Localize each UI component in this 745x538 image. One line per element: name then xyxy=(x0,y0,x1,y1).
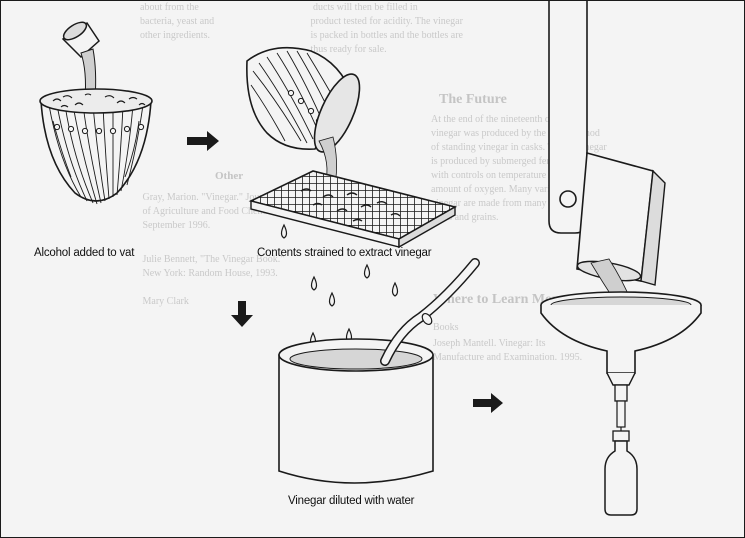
caption-vinegar-diluted: Vinegar diluted with water xyxy=(288,495,415,507)
pouring-pipe xyxy=(61,21,100,59)
vinegar-drops xyxy=(280,223,399,357)
caption-contents-strained: Contents strained to extract vinegar xyxy=(257,247,432,259)
bleed-heading-1: The Future xyxy=(439,92,507,107)
bleed-text-block-6: Julie Bennett, "The Vinegar Book." New Y… xyxy=(142,254,285,307)
strainer xyxy=(248,170,458,249)
bleed-text-block-3: Joseph Mantell. Vinegar: Its Manufacture… xyxy=(433,338,583,363)
bleed-subheading-1: Books xyxy=(433,322,459,333)
arrow-right-icon xyxy=(187,131,219,151)
bottle xyxy=(604,430,638,516)
arrow-down-icon xyxy=(231,301,253,327)
bleed-text-block-1: ducts will then be filled in product tes… xyxy=(310,2,463,55)
arrow-right-icon xyxy=(473,393,503,413)
tipped-vat xyxy=(246,46,361,186)
bleed-heading-3: Other xyxy=(215,170,244,182)
dilution-tank xyxy=(278,258,480,484)
bleed-text-block-4: about from the bacteria, yeast and other… xyxy=(140,2,215,41)
bottling-station xyxy=(540,1,702,516)
caption-alcohol-added: Alcohol added to vat xyxy=(34,247,135,259)
vat-with-alcohol xyxy=(39,21,153,205)
